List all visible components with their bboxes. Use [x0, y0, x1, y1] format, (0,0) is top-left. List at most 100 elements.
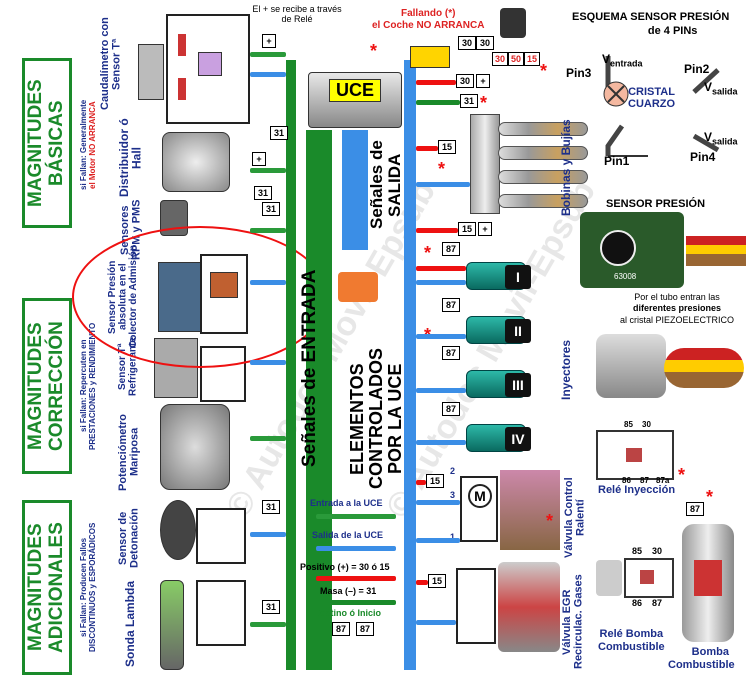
terminal-87: 87 — [442, 346, 460, 360]
legend-entrada-wire — [316, 514, 396, 519]
uce-box: UCE — [308, 72, 402, 128]
injector-2: II — [466, 316, 531, 344]
magnitudes-correccion-box: MAGNITUDES CORRECCIÓN — [22, 298, 72, 474]
relay-pin: 86 — [622, 476, 631, 485]
relay-pin: 85 — [624, 420, 633, 429]
sensor-presion-board: 63008 — [580, 212, 684, 288]
coil-block — [470, 114, 500, 214]
terminal-50: 50 — [508, 52, 524, 66]
terminal-31: 31 — [270, 126, 288, 140]
salida-rail — [404, 60, 416, 670]
potenciometro-image — [160, 404, 230, 490]
detonacion-diagram — [196, 508, 246, 564]
legend-positivo-wire — [316, 576, 396, 581]
relay-pin: 87 — [640, 476, 649, 485]
terminal-87: 87 — [332, 622, 350, 636]
terminal-30: 30 — [458, 36, 476, 50]
wire — [416, 280, 466, 285]
label-potenciometro: Potenciómetro Mariposa — [117, 413, 141, 491]
esquema-vent: Ventrada — [602, 52, 643, 69]
wire — [416, 480, 426, 485]
star-icon: * — [438, 159, 446, 179]
engine-warning-icon — [338, 272, 378, 302]
sensor-presion-title: SENSOR PRESIÓN — [606, 198, 706, 210]
spark-plug — [498, 146, 588, 160]
wire — [416, 228, 458, 233]
pin-label: 2 — [450, 466, 456, 476]
terminal-31: 31 — [254, 186, 272, 200]
plus-terminal: + — [252, 152, 266, 166]
bomba-image — [682, 524, 734, 642]
sensor-presion-cable — [664, 348, 744, 388]
plus-terminal: + — [478, 222, 492, 236]
terminal-15: 15 — [458, 222, 476, 236]
pin-label: 1 — [450, 532, 456, 542]
relay-pin: 30 — [642, 420, 651, 429]
label-caudalimetro: Caudalímetro con Sensor Tª — [99, 17, 123, 111]
star-icon: * — [678, 465, 686, 485]
esquema-pin1: Pin1 — [604, 154, 630, 168]
terminal-30: 30 — [476, 36, 494, 50]
star-icon: * — [540, 61, 548, 81]
terminal-87: 87 — [686, 502, 704, 516]
esquema-pin4: Pin4 — [690, 150, 716, 164]
wire — [416, 80, 456, 85]
wire — [250, 532, 286, 537]
plus-terminal: + — [262, 34, 276, 48]
rele-inyeccion-diagram: 85 30 — [596, 420, 674, 480]
relay-pin: 87 — [652, 598, 663, 608]
wire — [250, 622, 286, 627]
sensor-presion-note: Por el tubo entran las diferentes presio… — [620, 292, 735, 325]
wire — [416, 182, 470, 187]
wire — [416, 500, 460, 505]
relay-pin: 87a — [656, 476, 670, 485]
label-rele-inyeccion: Relé Inyección — [598, 484, 676, 496]
star-icon: * — [706, 487, 714, 507]
wire — [416, 440, 466, 445]
egr-diagram — [456, 568, 496, 644]
label-valvula-ralenti: Válvula Control Ralentí — [563, 477, 587, 559]
esquema-vsal-top: Vsalida — [704, 80, 738, 97]
legend-salida: Salida de la UCE — [312, 530, 384, 540]
terminal-31: 31 — [262, 500, 280, 514]
rele-bomba-diagram — [624, 558, 674, 598]
sensor-presion-body — [596, 334, 666, 398]
terminal-15: 15 — [426, 474, 444, 488]
entrada-rail — [286, 60, 296, 670]
distribuidor-image — [162, 132, 230, 192]
magnitudes-adicionales-box: MAGNITUDES ADICIONALES — [22, 500, 72, 675]
wire — [250, 360, 286, 365]
lambda-image — [160, 580, 184, 670]
detonacion-image — [160, 500, 196, 560]
terminal-15: 15 — [524, 52, 540, 66]
ralenti-valve-image — [500, 470, 560, 550]
legend-destino: Destino ó Inicio — [314, 608, 382, 618]
terminal-87: 87 — [356, 622, 374, 636]
terminal-31: 31 — [262, 202, 280, 216]
wire — [250, 280, 286, 285]
magnitudes-basicas-box: MAGNITUDES BÁSICAS — [22, 58, 72, 228]
star-icon: * — [546, 511, 554, 531]
star-icon: * — [424, 243, 432, 263]
wire — [250, 52, 286, 57]
injector-3: III — [466, 370, 531, 398]
terminal-15: 15 — [438, 140, 456, 154]
injector-1: I — [466, 262, 531, 290]
label-inyectores: Inyectores — [559, 339, 573, 401]
terminal-87: 87 — [442, 402, 460, 416]
wire — [416, 100, 460, 105]
spark-plug — [498, 194, 588, 208]
wire — [250, 168, 286, 173]
esquema-vsal-bottom: Vsalida — [704, 130, 738, 147]
wire — [250, 228, 286, 233]
label-bobinas: Bobinas y Bujías — [559, 119, 573, 217]
wire — [250, 72, 286, 77]
rele-note: El + se recibe a través de Relé — [252, 4, 342, 24]
label-sonda-lambda: Sonda Lambda — [123, 581, 137, 668]
label-sensor-detonacion: Sensor de Detonación — [117, 508, 141, 568]
injector-4: IV — [466, 424, 531, 452]
